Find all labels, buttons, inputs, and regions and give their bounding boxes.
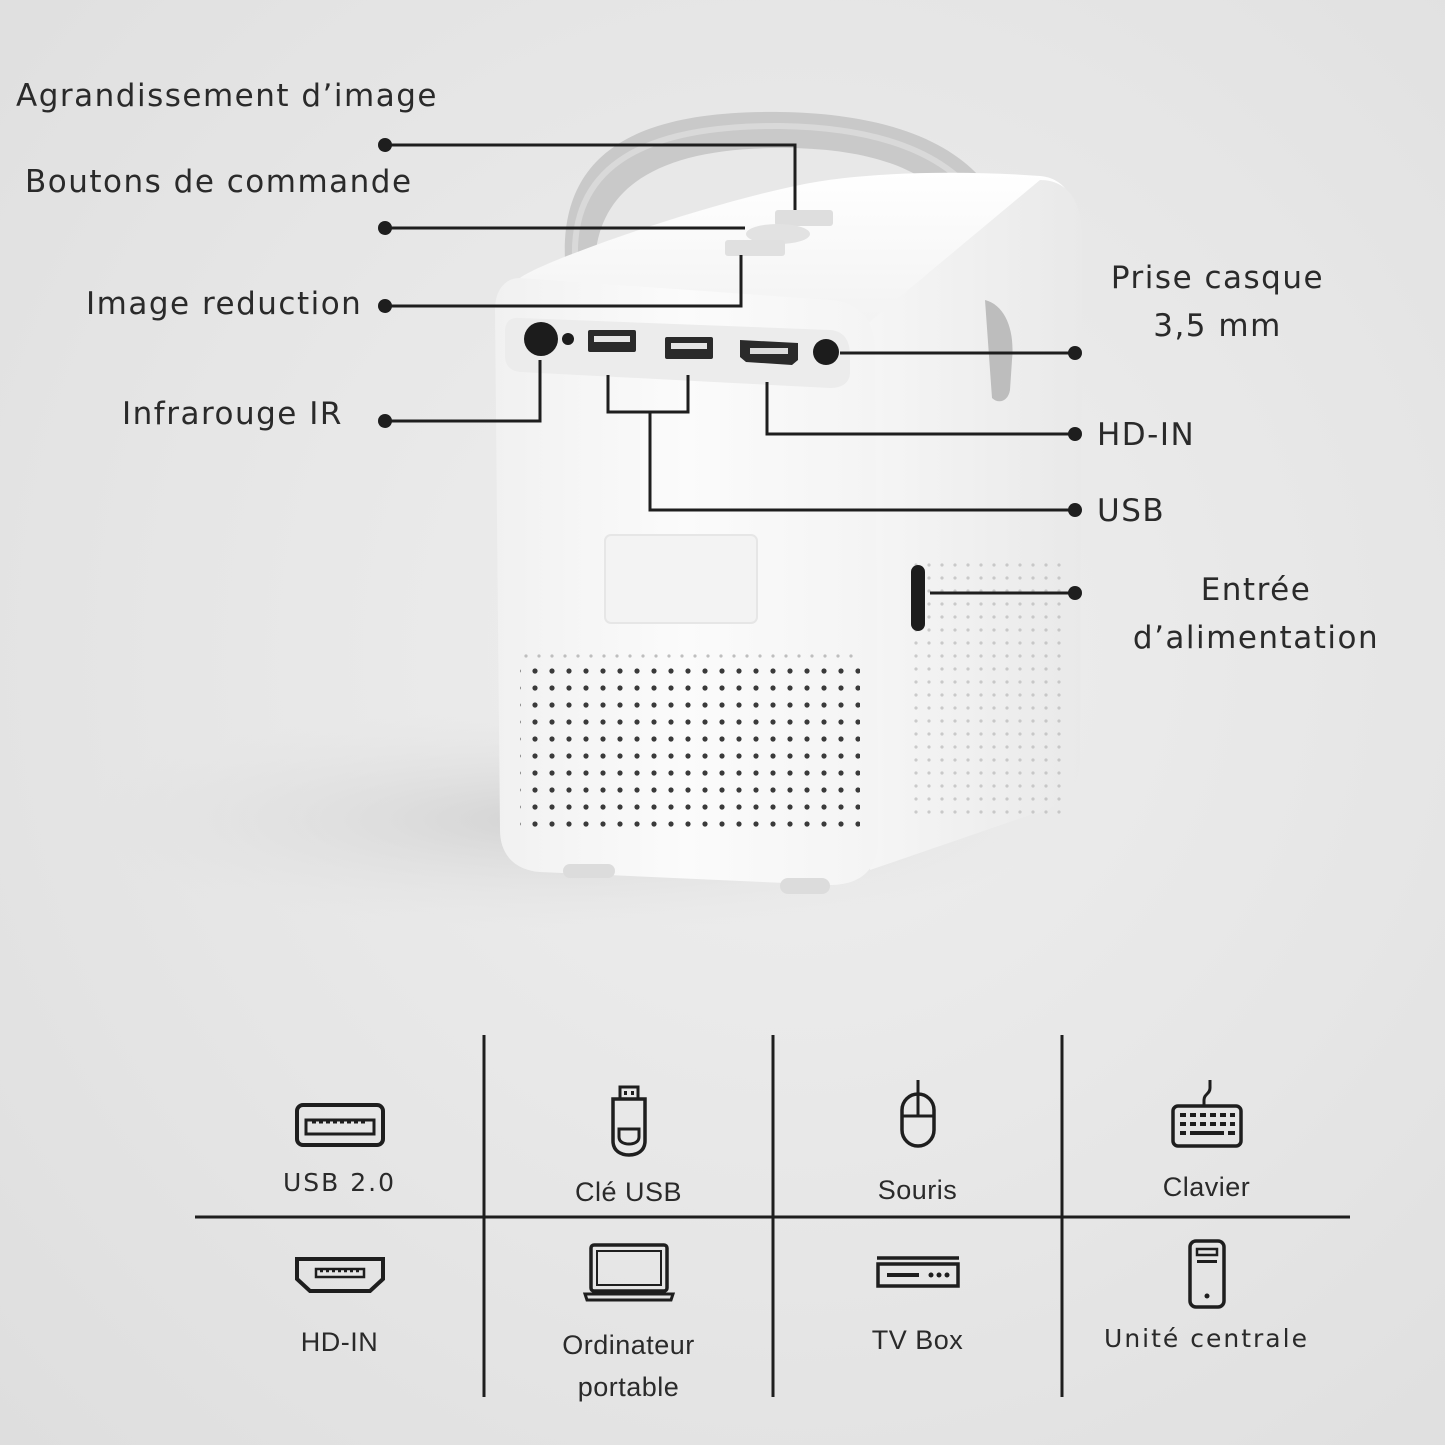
keyboard-icon bbox=[1170, 1080, 1243, 1148]
power-input-port bbox=[911, 565, 925, 631]
compat-keyboard: Clavier bbox=[1062, 1078, 1351, 1203]
foot-right bbox=[780, 878, 830, 894]
control-button bbox=[746, 224, 810, 244]
label-headphone-jack: Prise casque 3,5 mm bbox=[1110, 260, 1325, 344]
mouse-icon bbox=[899, 1080, 936, 1148]
compat-laptop: Ordinateur portable bbox=[484, 1242, 773, 1408]
zoom-in-button bbox=[775, 210, 833, 226]
label-plate bbox=[604, 534, 758, 624]
compat-usb-stick: Clé USB bbox=[484, 1085, 773, 1208]
usb-stick-icon bbox=[610, 1085, 647, 1157]
compat-tv-box: TV Box bbox=[773, 1255, 1062, 1356]
laptop-icon bbox=[582, 1243, 675, 1302]
speaker-grille bbox=[520, 665, 860, 830]
label-control-buttons: Boutons de commande bbox=[25, 164, 413, 200]
desktop-tower-icon bbox=[1187, 1239, 1226, 1309]
hdmi-port-icon bbox=[294, 1257, 385, 1293]
compat-hd-in: HD-IN bbox=[195, 1255, 484, 1358]
callout-dots bbox=[378, 138, 1082, 600]
label-image-reduction: Image reduction bbox=[86, 286, 363, 322]
ir-sensor bbox=[524, 322, 558, 356]
zoom-out-button bbox=[725, 240, 785, 256]
label-usb: USB bbox=[1097, 493, 1166, 529]
label-infrared: Infrarouge IR bbox=[122, 396, 343, 432]
compat-desktop-tower: Unité centrale bbox=[1062, 1238, 1351, 1353]
foot-left bbox=[563, 864, 615, 878]
usb-port-icon bbox=[294, 1103, 385, 1147]
label-power-input: Entrée d’alimentation bbox=[1132, 572, 1380, 656]
compat-usb-2: USB 2.0 bbox=[195, 1100, 484, 1197]
indicator-led bbox=[562, 333, 574, 345]
tv-box-icon bbox=[875, 1256, 960, 1288]
headphone-jack bbox=[813, 339, 839, 365]
callout-lines bbox=[385, 143, 1075, 595]
label-image-enlarge: Agrandissement d’image bbox=[16, 78, 438, 114]
compat-mouse: Souris bbox=[773, 1078, 1062, 1206]
grid-lines bbox=[195, 1035, 1350, 1397]
label-hd-in: HD-IN bbox=[1097, 417, 1196, 453]
